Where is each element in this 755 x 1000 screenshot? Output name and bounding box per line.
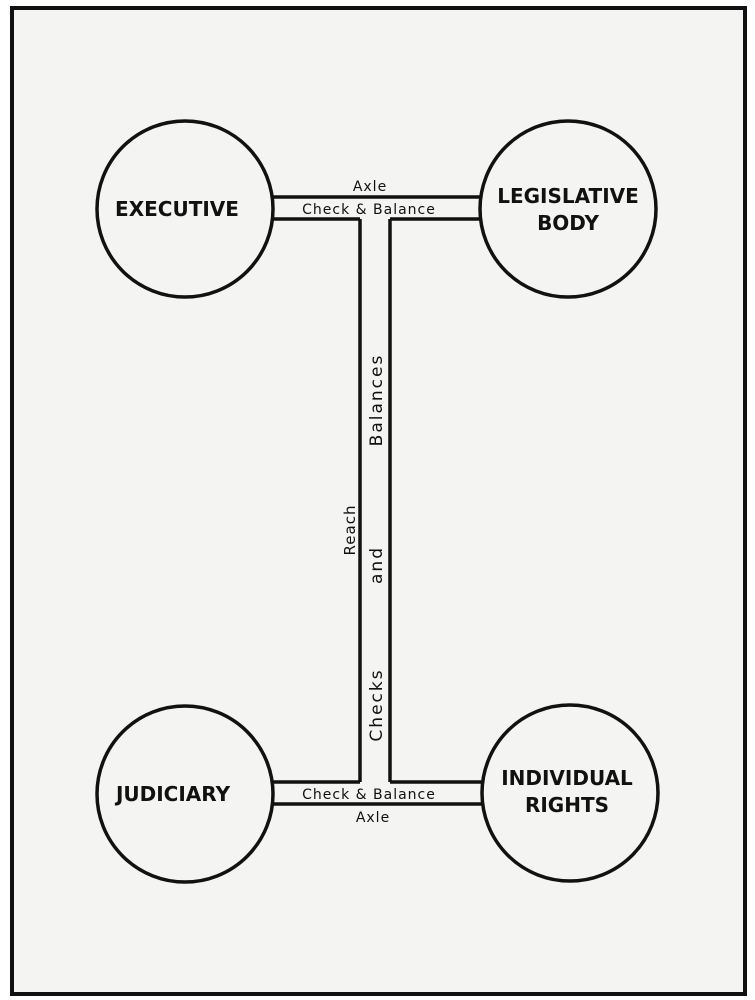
top-check-balance-label: Check & Balance	[302, 202, 436, 218]
individual-label-line2: RIGHTS	[525, 793, 609, 817]
legislative-circle	[478, 119, 658, 299]
and-label: and	[367, 546, 387, 584]
executive-circle	[95, 119, 275, 299]
judiciary-circle	[95, 704, 275, 884]
legislative-label-line2: BODY	[537, 211, 599, 235]
bottom-check-balance-label: Check & Balance	[302, 787, 436, 803]
individual-label-line1: INDIVIDUAL	[501, 766, 633, 790]
balances-label: Balances	[367, 354, 387, 447]
top-axle-label: Axle	[353, 179, 387, 195]
reach-label: Reach	[341, 505, 359, 556]
bottom-axle-label: Axle	[356, 810, 390, 826]
checks-label: Checks	[367, 668, 387, 741]
executive-label: EXECUTIVE	[115, 197, 239, 221]
judiciary-label: JUDICIARY	[114, 782, 231, 806]
individual-rights-circle	[480, 703, 660, 883]
legislative-label-line1: LEGISLATIVE	[497, 184, 639, 208]
